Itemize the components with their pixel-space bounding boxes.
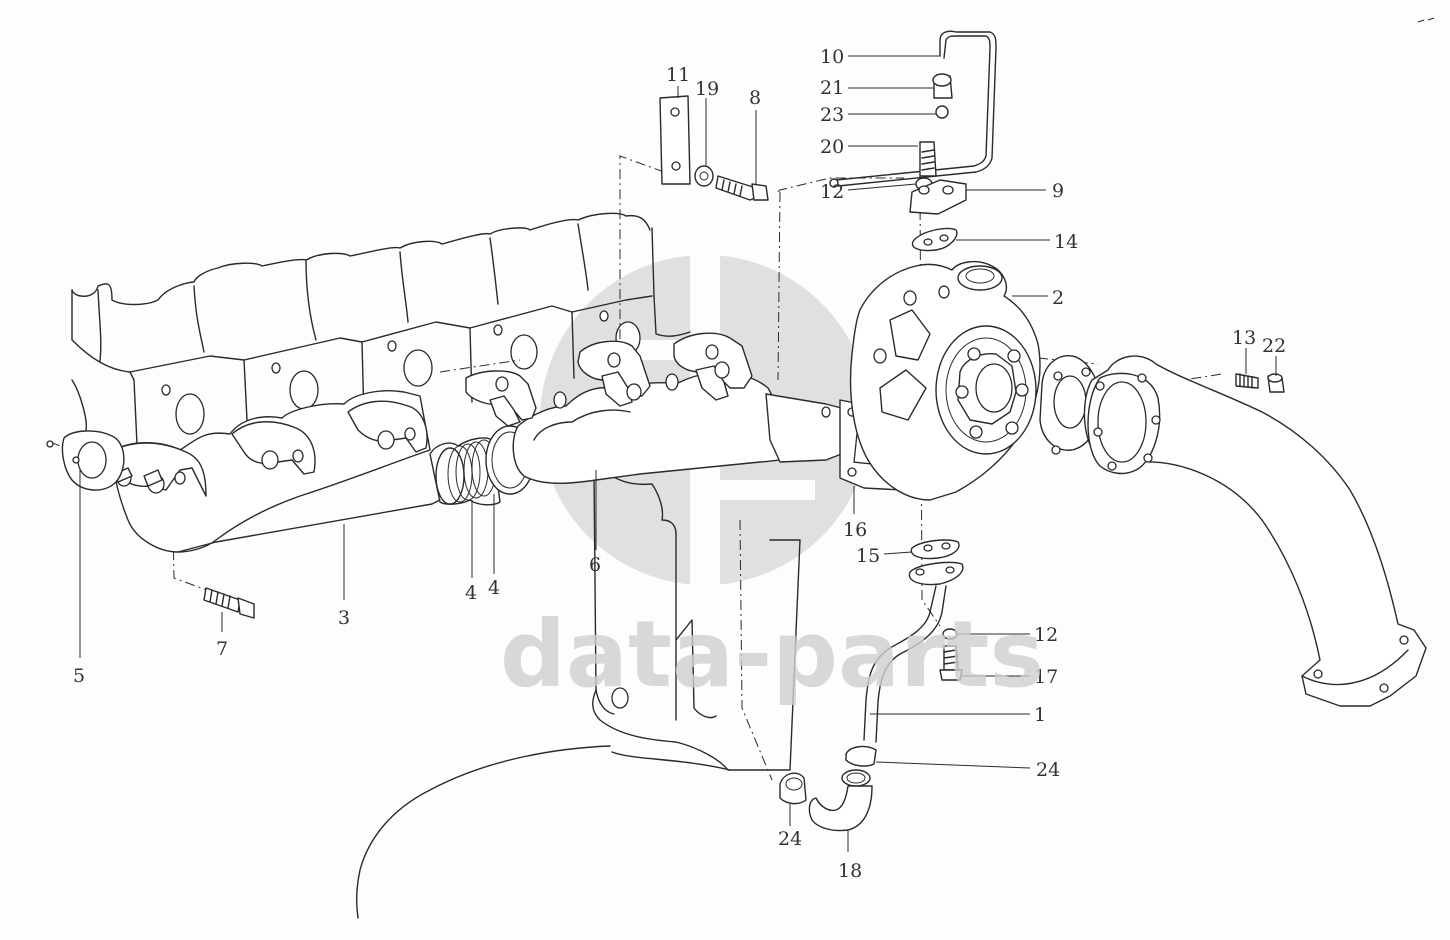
callout-20: 20: [820, 136, 844, 158]
stud-and-nut: [1235, 373, 1285, 393]
callout-23: 23: [820, 104, 844, 126]
callout-13: 13: [1232, 327, 1256, 349]
callout-2: 2: [1052, 287, 1064, 309]
turbocharger: [849, 260, 1041, 501]
exhaust-elbow-pipe: [1039, 355, 1427, 707]
callout-17: 17: [1034, 666, 1058, 688]
callout-15: 15: [856, 545, 880, 567]
exhaust-manifold: [111, 390, 441, 553]
bolt-7: [203, 587, 255, 619]
callout-1: 1: [1034, 704, 1046, 726]
callout-8: 8: [749, 87, 761, 109]
callout-7: 7: [216, 638, 228, 660]
callout-10: 10: [820, 46, 844, 68]
callout-12-top: 12: [820, 181, 844, 203]
bracket-and-bolt: [659, 95, 769, 201]
callout-16: 16: [843, 519, 867, 541]
callout-12-bottom: 12: [1034, 624, 1058, 646]
corner-mark: [1417, 17, 1435, 23]
callout-4-left: 4: [465, 582, 477, 604]
oil-return-pipe: [779, 539, 964, 832]
callout-6: 6: [589, 554, 601, 576]
oil-supply-pipe: [829, 30, 997, 252]
bellows-seal-rings: [429, 425, 535, 506]
callout-24-right: 24: [1036, 759, 1060, 781]
callout-11: 11: [666, 64, 690, 86]
leader-lines: [79, 55, 1277, 852]
callout-4-right: 4: [488, 577, 500, 599]
callout-3: 3: [338, 607, 350, 629]
callout-24-left: 24: [778, 828, 802, 850]
cylinder-head-outline: [71, 212, 691, 467]
crankcase-outline: [355, 461, 801, 919]
callout-22: 22: [1262, 335, 1286, 357]
flange-gasket: [46, 430, 125, 491]
callout-labels: 10 21 23 20 12 9 14 2 11 19 8 13 22 16 1…: [73, 46, 1286, 882]
callout-21: 21: [820, 77, 844, 99]
callout-5: 5: [73, 665, 85, 687]
callout-9: 9: [1052, 180, 1064, 202]
callout-14: 14: [1054, 231, 1078, 253]
callout-19: 19: [695, 78, 719, 100]
callout-18: 18: [838, 860, 862, 882]
watermark-text: data-parts: [500, 601, 1044, 708]
